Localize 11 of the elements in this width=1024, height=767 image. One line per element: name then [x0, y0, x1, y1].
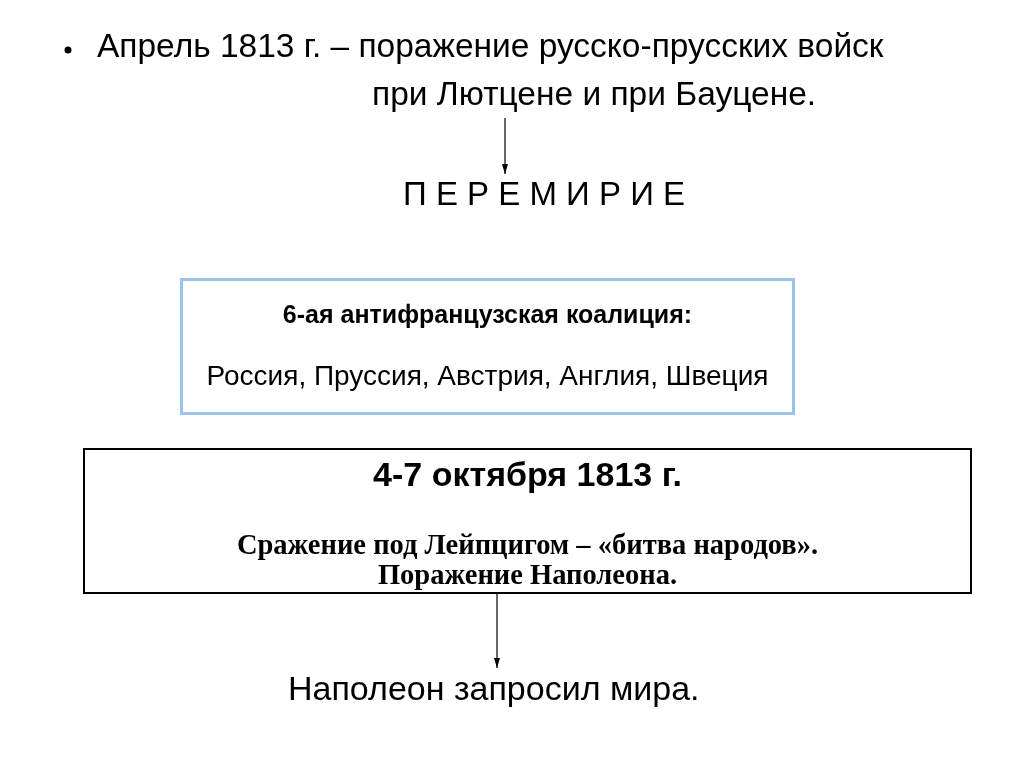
box-text: Россия, Пруссия, Австрия, Англия, Швеция	[206, 359, 769, 393]
box-heading: 4-7 октября 1813 г.	[373, 454, 682, 495]
statement-text: Наполеон запросил мира.	[288, 668, 700, 709]
box-heading: 6-ая антифранцузская коалиция:	[282, 299, 693, 329]
box-text: Сражение под Лейпцигом – «битва народов». Поражение Наполеона.	[235, 529, 820, 590]
arrow	[494, 593, 500, 669]
statement-text: П Е Р Е М И Р И Е	[403, 174, 686, 214]
bullet-point-text: Апрель 1813 г. – поражение русско-прусских войск при Лютцене и при Бауцене.	[97, 22, 919, 118]
text-box	[83, 448, 972, 594]
text-box	[180, 278, 795, 415]
arrow	[502, 117, 508, 175]
